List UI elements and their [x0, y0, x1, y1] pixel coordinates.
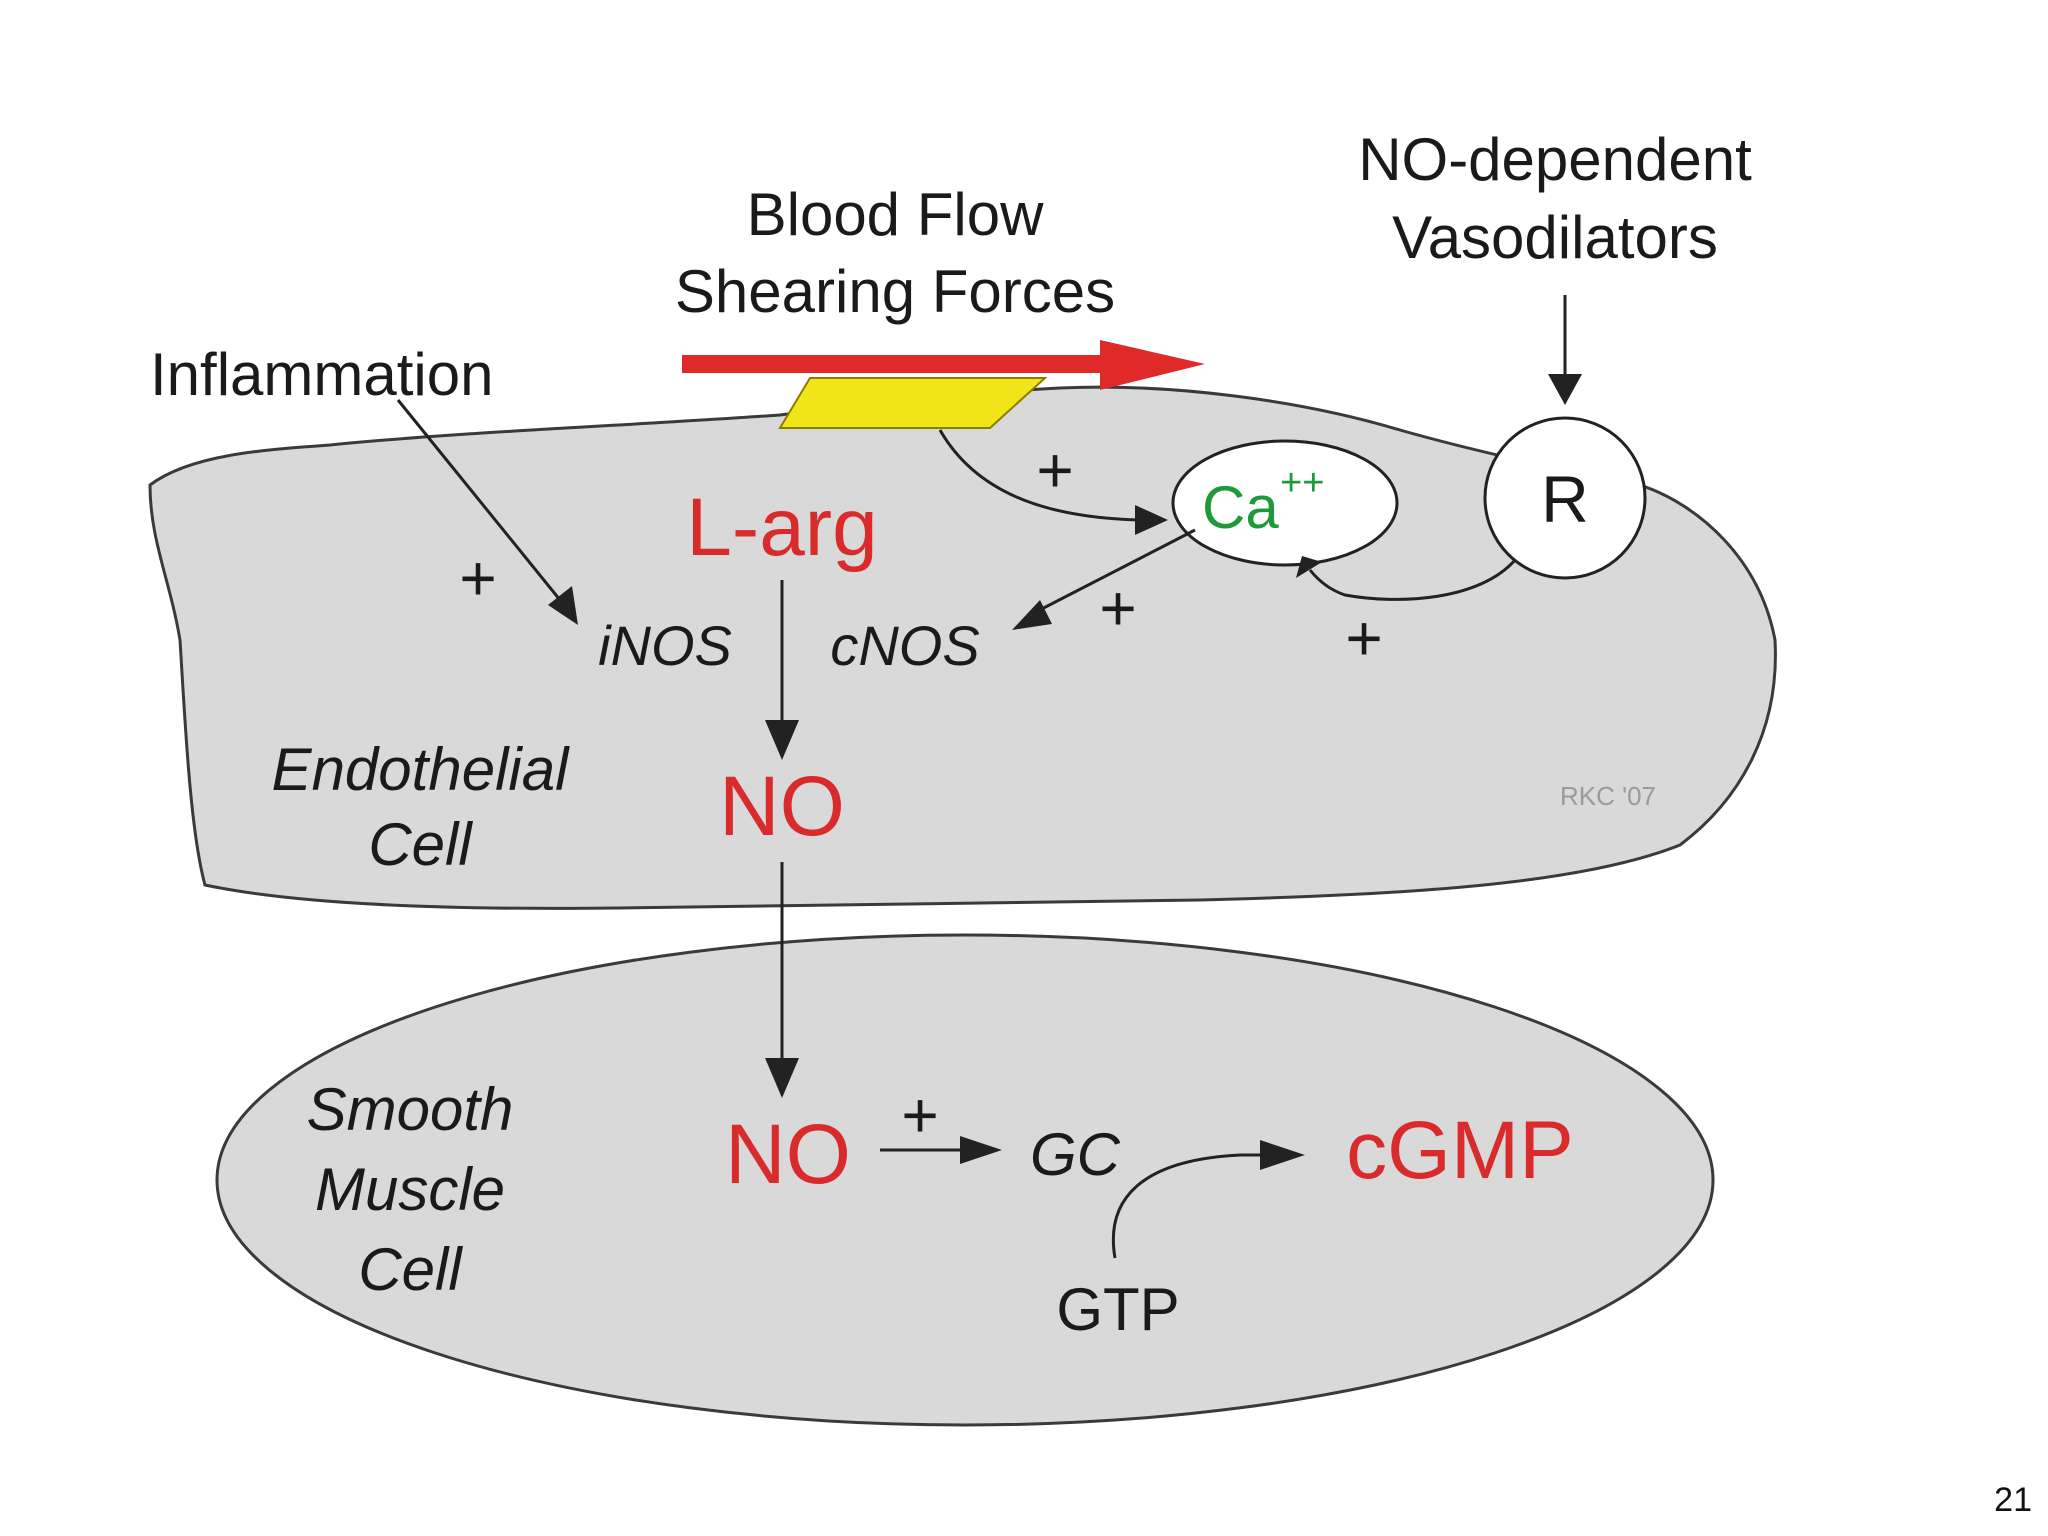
- smooth-label-line3: Cell: [358, 1236, 463, 1303]
- arrowheads: [548, 374, 1582, 1170]
- cgmp-label: cGMP: [1346, 1105, 1574, 1196]
- plus-gc: +: [901, 1079, 938, 1151]
- shearing-forces-label: Shearing Forces: [675, 258, 1115, 325]
- arrowhead-smooth-no: [765, 1058, 799, 1098]
- l-arg-label: L-arg: [686, 482, 877, 573]
- arrowhead-receptor: [1548, 374, 1582, 405]
- arrowhead-inos: [548, 586, 578, 625]
- arrowhead-no: [765, 720, 799, 760]
- arrowhead-cgmp: [1260, 1140, 1305, 1170]
- blood-flow-arrow: [682, 340, 1205, 390]
- smooth-muscle-cell: [215, 933, 1715, 1427]
- vasodilators-label-line1: NO-dependent: [1358, 126, 1752, 193]
- receptor-label: R: [1541, 462, 1589, 536]
- arrow-sensor-to-calcium: [938, 429, 1141, 522]
- arrow-gtp-to-cgmp: [1111, 1153, 1270, 1259]
- blood-flow-label: Blood Flow: [747, 181, 1044, 248]
- arrow-calcium-to-cnos: [1029, 528, 1196, 617]
- gc-label: GC: [1030, 1121, 1121, 1188]
- arrowhead-cnos: [1012, 600, 1052, 630]
- inos-label: iNOS: [598, 614, 732, 677]
- no-endothelial-label: NO: [719, 759, 845, 853]
- smooth-label-line1: Smooth: [307, 1076, 514, 1143]
- receptor-circle: [1483, 416, 1647, 580]
- arrowhead-gc: [960, 1136, 1002, 1164]
- arrowhead-calcium-in: [1135, 505, 1168, 535]
- vasodilators-label-line2: Vasodilators: [1392, 204, 1718, 271]
- plus-inflammation: +: [459, 542, 496, 614]
- slide-page-number: 21: [1994, 1481, 2032, 1519]
- gtp-label: GTP: [1056, 1276, 1179, 1343]
- arrow-receptor-to-calcium: [1308, 559, 1517, 601]
- calcium-label: Ca: [1202, 474, 1279, 541]
- plus-cnos: +: [1099, 572, 1136, 644]
- plus-receptor: +: [1345, 602, 1382, 674]
- endothelial-label-line1: Endothelial: [272, 736, 571, 803]
- signature-mark: RKC '07: [1560, 781, 1656, 811]
- cnos-label: cNOS: [830, 614, 979, 677]
- shear-sensor: [778, 377, 1048, 429]
- no-smooth-label: NO: [725, 1107, 851, 1201]
- smooth-label-line2: Muscle: [315, 1156, 505, 1223]
- arrow-inflammation-to-inos: [396, 399, 562, 601]
- calcium-ellipse: [1171, 439, 1399, 567]
- plus-sensor: +: [1036, 434, 1073, 506]
- inflammation-label: Inflammation: [150, 341, 493, 408]
- arrowhead-calcium-r: [1296, 556, 1322, 578]
- calcium-charge-label: ++: [1280, 462, 1324, 504]
- endothelial-label-line2: Cell: [368, 811, 473, 878]
